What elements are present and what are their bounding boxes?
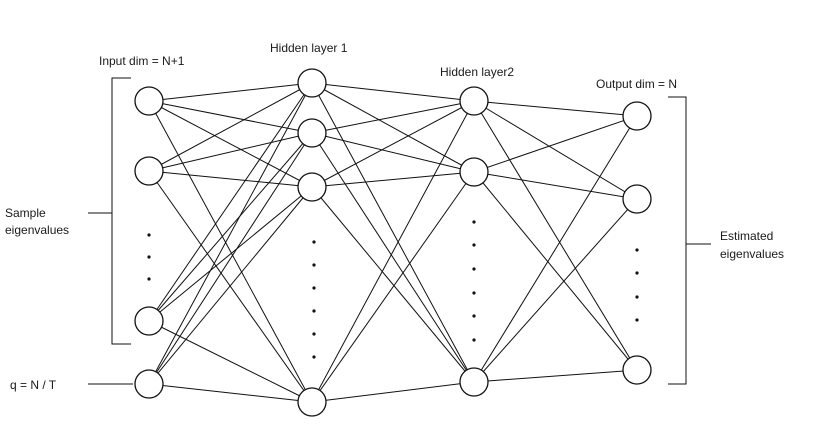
input-dim-label: Input dim = N+1 — [99, 54, 185, 68]
edge-input-0-hidden1-0 — [148, 82, 313, 102]
output-dim-label: Output dim = N — [596, 77, 677, 91]
hidden1-node-0 — [297, 68, 327, 98]
edge-hidden1-1-hidden2-0 — [311, 100, 475, 134]
edge-input-0-hidden1-1 — [148, 100, 313, 134]
edge-hidden1-0-hidden2-1 — [311, 82, 475, 173]
edge-hidden1-3-hidden2-0 — [311, 100, 475, 403]
network-nodes — [134, 68, 652, 417]
ellipsis-dots — [147, 220, 639, 359]
input-node-2 — [134, 306, 164, 336]
hidden-layer-1-label: Hidden layer 1 — [270, 41, 348, 55]
edge-hidden2-1-output-1 — [473, 171, 638, 200]
input-ellipsis-dot-2 — [147, 277, 151, 281]
hidden-layer-2-label: Hidden layer2 — [440, 65, 514, 79]
output-ellipsis-dot-0 — [635, 248, 639, 252]
edge-input-1-hidden1-2 — [148, 170, 313, 188]
hidden1-node-2 — [297, 172, 327, 202]
sample-label-line1: Sample — [5, 206, 46, 220]
edge-input-0-hidden1-3 — [148, 100, 313, 403]
hidden2-ellipsis-dot-4 — [472, 314, 476, 318]
input-bracket — [111, 77, 131, 345]
edge-input-2-hidden1-0 — [148, 82, 313, 322]
sample-label-line2: eigenvalues — [5, 223, 69, 237]
hidden2-node-2 — [459, 367, 489, 397]
edge-hidden1-0-hidden2-2 — [311, 82, 475, 383]
hidden2-ellipsis-dot-3 — [472, 291, 476, 295]
output-node-0 — [622, 101, 652, 131]
edge-hidden1-2-hidden2-0 — [311, 100, 475, 188]
hidden1-ellipsis-dot-3 — [312, 309, 316, 313]
edge-hidden2-0-output-2 — [473, 100, 638, 371]
estimated-label-line1: Estimated — [720, 229, 773, 243]
edge-hidden1-1-hidden2-1 — [311, 132, 475, 173]
hidden2-ellipsis-dot-1 — [472, 243, 476, 247]
edge-input-0-hidden1-2 — [148, 100, 313, 188]
hidden2-ellipsis-dot-5 — [472, 338, 476, 342]
hidden1-node-1 — [297, 118, 327, 148]
hidden1-ellipsis-dot-2 — [312, 286, 316, 290]
hidden1-ellipsis-dot-5 — [312, 355, 316, 359]
output-ellipsis-dot-2 — [635, 295, 639, 299]
edge-hidden2-2-output-0 — [473, 115, 638, 383]
hidden2-node-1 — [459, 157, 489, 187]
output-node-2 — [622, 355, 652, 385]
hidden2-ellipsis-dot-2 — [472, 267, 476, 271]
edge-hidden1-2-hidden2-2 — [311, 186, 475, 383]
edge-hidden1-2-hidden2-1 — [311, 171, 475, 188]
edge-hidden1-3-hidden2-2 — [311, 381, 475, 403]
hidden1-ellipsis-dot-0 — [312, 240, 316, 244]
hidden2-node-0 — [459, 86, 489, 116]
edge-hidden1-3-hidden2-1 — [311, 171, 475, 403]
hidden1-ellipsis-dot-1 — [312, 263, 316, 267]
input-node-0 — [134, 86, 164, 116]
edge-hidden1-1-hidden2-2 — [311, 132, 475, 383]
input-ellipsis-dot-0 — [147, 233, 151, 237]
edge-input-2-hidden1-1 — [148, 132, 313, 322]
edge-input-3-hidden1-3 — [148, 383, 313, 403]
edge-input-3-hidden1-1 — [148, 132, 313, 385]
input-node-3 — [134, 369, 164, 399]
hidden1-ellipsis-dot-4 — [312, 332, 316, 336]
edge-hidden1-0-hidden2-0 — [311, 82, 475, 102]
output-bracket — [668, 96, 687, 385]
hidden2-ellipsis-dot-0 — [472, 220, 476, 224]
edge-hidden2-2-output-2 — [473, 369, 638, 383]
output-ellipsis-dot-1 — [635, 271, 639, 275]
estimated-label-line2: eigenvalues — [720, 247, 784, 261]
input-ellipsis-dot-1 — [147, 255, 151, 259]
output-node-1 — [622, 184, 652, 214]
edge-input-2-hidden1-3 — [148, 320, 313, 403]
hidden1-node-3 — [297, 387, 327, 417]
edge-hidden2-0-output-0 — [473, 100, 638, 117]
edge-hidden2-1-output-0 — [473, 115, 638, 173]
output-ellipsis-dot-3 — [635, 318, 639, 322]
edge-input-1-hidden1-0 — [148, 82, 313, 172]
connection-lines — [148, 82, 638, 403]
q-label: q = N / T — [10, 378, 57, 392]
edge-input-3-hidden1-0 — [148, 82, 313, 385]
edge-input-3-hidden1-2 — [148, 186, 313, 385]
edge-hidden2-0-output-1 — [473, 100, 638, 200]
edge-input-1-hidden1-1 — [148, 132, 313, 172]
input-node-1 — [134, 156, 164, 186]
edge-hidden2-1-output-2 — [473, 171, 638, 371]
edge-hidden2-2-output-1 — [473, 198, 638, 383]
edge-input-2-hidden1-2 — [148, 186, 313, 322]
edge-input-1-hidden1-3 — [148, 170, 313, 403]
